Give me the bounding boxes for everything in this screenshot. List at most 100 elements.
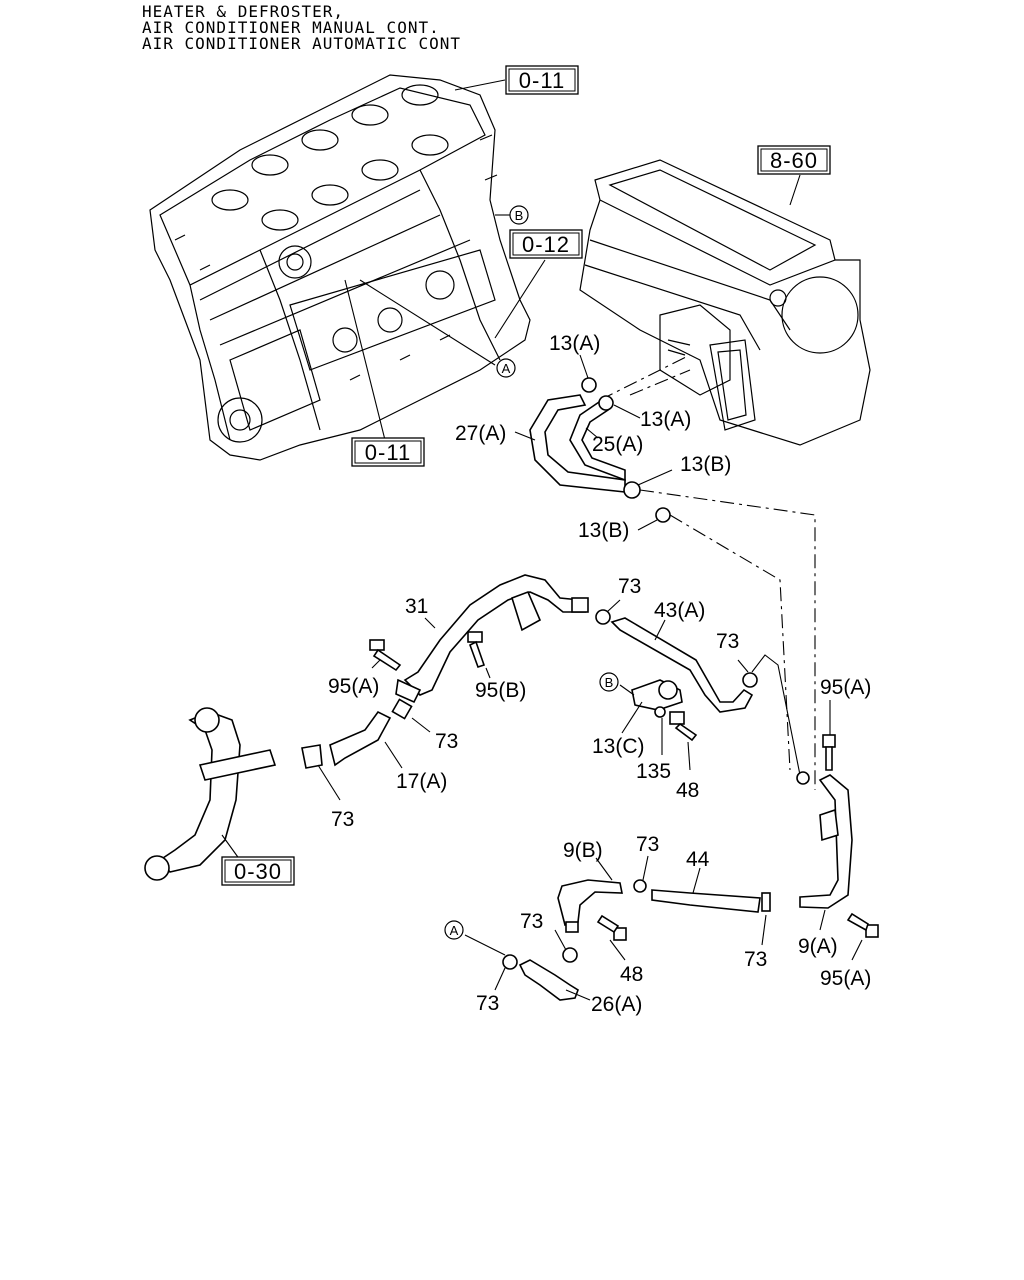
leader-b-bracket [619, 684, 635, 696]
leader-44 [692, 867, 701, 894]
label-13c: 13(C) [592, 735, 645, 758]
svg-text:A: A [450, 923, 459, 938]
bracket-13c-hole [658, 680, 678, 700]
label-27a: 27(A) [455, 422, 506, 445]
leader-13a-2 [613, 404, 641, 419]
ref-label-0-11-top: 0-11 [519, 68, 565, 93]
pipe-31-nozzle [395, 678, 422, 704]
label-73-6: 73 [520, 910, 543, 933]
washer-135 [654, 706, 666, 718]
leader-73-7 [554, 929, 567, 951]
label-73-8: 73 [476, 992, 499, 1015]
label-9a: 9(A) [798, 935, 838, 958]
ref-box-8-60: 8-60 [757, 145, 831, 175]
title-line-3: AIR CONDITIONER AUTOMATIC CONT [142, 34, 461, 53]
leader-9b [595, 857, 613, 881]
label-44: 44 [686, 848, 710, 871]
bolt-48-2 [596, 914, 627, 941]
pipe-0-30 [158, 711, 241, 873]
leader-17a [384, 741, 403, 769]
label-43a: 43(A) [654, 599, 705, 622]
bolt-48-1 [669, 711, 698, 742]
label-73-7: 73 [744, 948, 767, 971]
clamp-73-2 [742, 672, 758, 688]
circle-marker-a-engine: A [496, 358, 516, 378]
pipe-31 [403, 574, 587, 696]
pipe-9b [557, 879, 623, 926]
dash-line-3 [639, 489, 816, 790]
label-13a-2: 13(A) [640, 408, 691, 431]
label-17a: 17(A) [396, 770, 447, 793]
clamp-13a-2 [598, 395, 614, 411]
dash-line-1 [599, 354, 691, 401]
ref-label-0-11-bottom: 0-11 [365, 440, 411, 465]
title-line-1: HEATER & DEFROSTER, [142, 2, 345, 21]
clamp-73-4 [301, 744, 323, 769]
diagram-title: HEATER & DEFROSTER, AIR CONDITIONER MANU… [142, 4, 461, 52]
svg-text:A: A [502, 361, 511, 376]
leader-73-3 [411, 717, 431, 733]
label-73-4: 73 [331, 808, 354, 831]
ref-box-0-11-top: 0-11 [505, 65, 579, 95]
leader-13b-2 [637, 519, 658, 531]
leader-95b [485, 667, 491, 679]
label-31: 31 [405, 595, 428, 618]
pipe-31-bracket [511, 590, 542, 632]
bolt-95a-3 [846, 912, 879, 938]
circle-marker-b-bracket: B [599, 672, 619, 692]
title-line-2: AIR CONDITIONER MANUAL CONT. [142, 18, 440, 37]
pipe-9b-end [565, 921, 579, 933]
pipe-9a-bracket [819, 808, 839, 842]
svg-text:B: B [605, 675, 614, 690]
label-48-1: 48 [676, 779, 699, 802]
leader-13c [621, 701, 643, 734]
leader-25a [585, 427, 599, 439]
heater-unit-illustration [579, 159, 871, 446]
leader-73-4 [317, 764, 341, 801]
label-48-2: 48 [620, 963, 643, 986]
clamp-13b-2 [655, 507, 671, 523]
leader-95a-1 [371, 659, 381, 669]
ref-label-0-12: 0-12 [522, 232, 570, 257]
hose-26a [518, 959, 579, 1001]
label-73-2: 73 [716, 630, 739, 653]
leader-73-8 [494, 967, 506, 991]
leader-13b-1 [637, 469, 673, 486]
bolt-95a-2 [822, 734, 836, 771]
label-9b: 9(B) [563, 839, 603, 862]
leader-73-2 [737, 659, 749, 673]
leader-73-1 [606, 599, 621, 613]
leader-13a-1 [579, 354, 589, 379]
hose-17a [329, 710, 392, 767]
pipe-9a-top-end [796, 771, 810, 785]
bolt-95a-1 [369, 639, 402, 672]
label-73-5: 73 [636, 833, 659, 856]
clamp-73-5 [633, 879, 647, 893]
hose-43a [610, 617, 754, 713]
clamp-13b-1 [623, 481, 641, 499]
label-26a: 26(A) [591, 993, 642, 1016]
leader-73-5 [642, 855, 649, 881]
leader-48-1 [687, 741, 691, 771]
leader-0-11-top [454, 79, 506, 91]
leader-48-2 [609, 939, 626, 961]
leader-a-hose [464, 934, 506, 956]
pipe-0-30-bottom-end [144, 855, 170, 881]
svg-text:B: B [515, 208, 524, 223]
circle-marker-b-engine: B [509, 205, 529, 225]
label-95a-3: 95(A) [820, 967, 871, 990]
bolt-95b [467, 631, 486, 669]
label-13b-2: 13(B) [578, 519, 629, 542]
clamp-73-6 [761, 892, 771, 912]
leader-0-30 [221, 834, 241, 861]
clamp-73-3 [391, 698, 413, 720]
label-95a-2: 95(A) [820, 676, 871, 699]
ref-box-0-12: 0-12 [509, 229, 583, 259]
label-73-3: 73 [435, 730, 458, 753]
pipe-0-30-bracket [198, 749, 277, 781]
label-13a-1: 13(A) [549, 332, 600, 355]
leader-31 [424, 617, 436, 629]
leader-0-11-bottom [344, 279, 386, 441]
circle-marker-a-hose: A [444, 920, 464, 940]
